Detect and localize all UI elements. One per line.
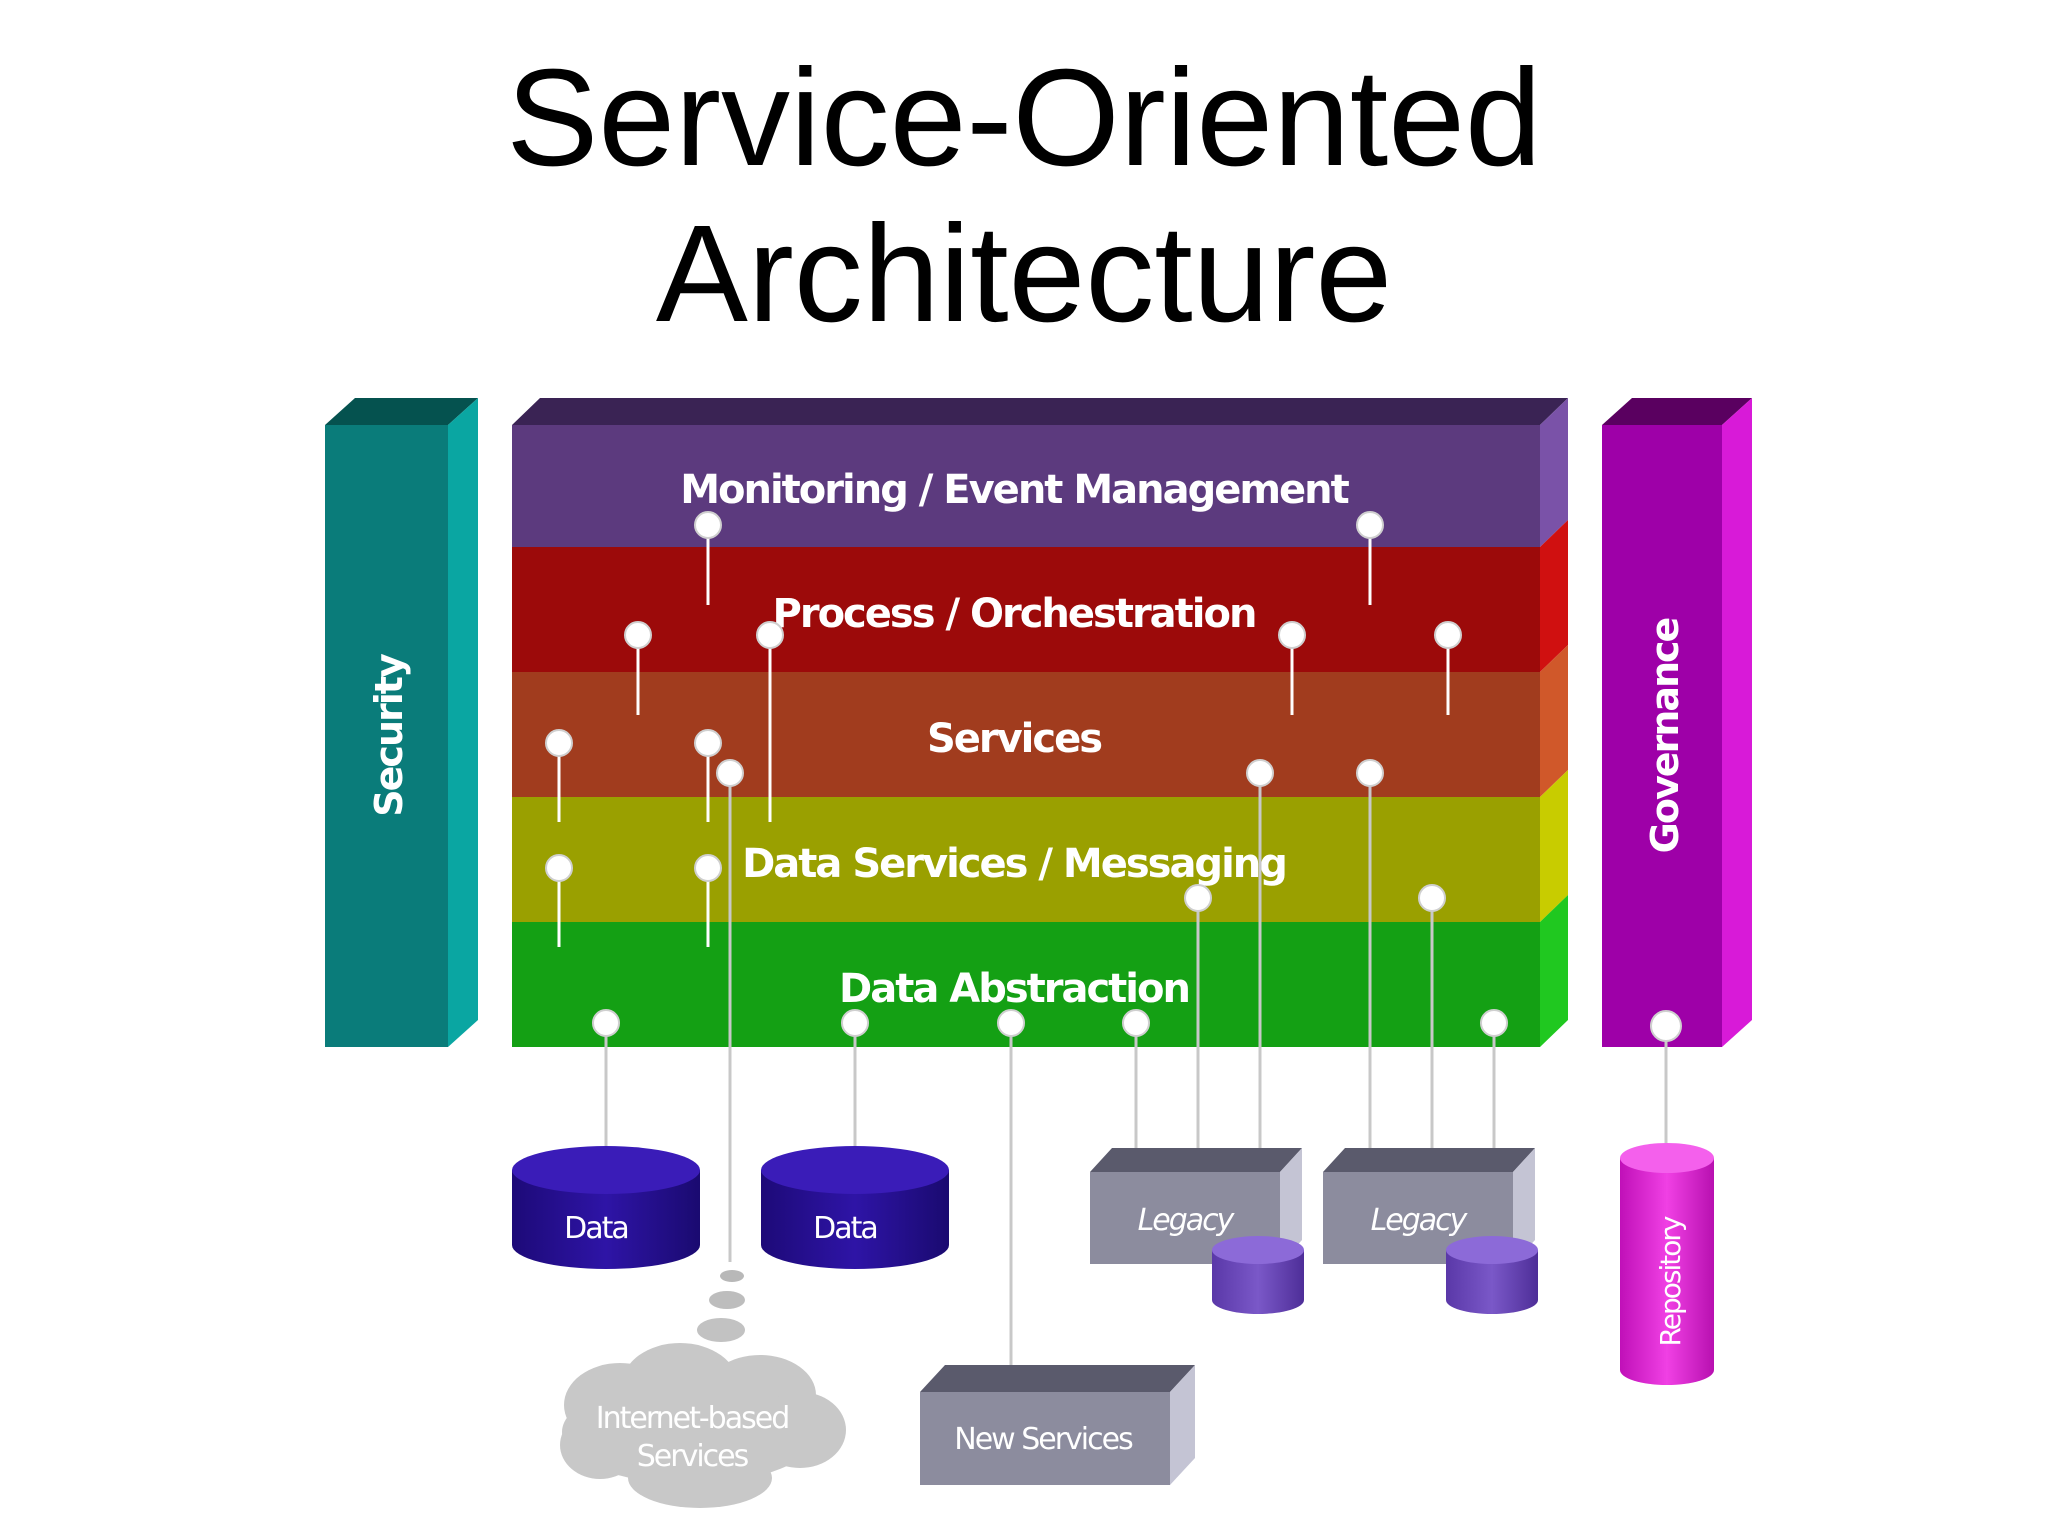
pin (1246, 759, 1274, 787)
pin (694, 854, 722, 947)
legacy-1-label: Legacy (1138, 1203, 1236, 1238)
layer-label-services: Services (927, 716, 1101, 762)
data-1-label: Data (564, 1211, 628, 1246)
title-line-1: Service-Oriented (506, 41, 1542, 195)
internet-cloud: Internet-based Services (560, 1270, 846, 1508)
pin (592, 1009, 620, 1037)
pin (1480, 1009, 1508, 1037)
pin (1278, 621, 1306, 715)
pin (1650, 1010, 1682, 1042)
pin (1184, 884, 1212, 912)
pin (624, 621, 652, 715)
cloud-bubble (697, 1318, 745, 1342)
cloud-bubble (709, 1291, 745, 1309)
internet-label-line-2: Services (637, 1439, 749, 1474)
pin (545, 729, 573, 822)
governance-pillar: Governance (1602, 398, 1752, 1047)
legacy-2-label: Legacy (1371, 1203, 1469, 1238)
layer-label-process: Process / Orchestration (773, 591, 1256, 637)
legacy-system-2: Legacy (1323, 1148, 1538, 1314)
layer-stack: Monitoring / Event Management Process / … (512, 398, 1568, 1047)
pin (841, 1009, 869, 1037)
pin (694, 511, 722, 605)
data-database-2: Data (761, 1146, 949, 1269)
connector-lines (604, 775, 1668, 1380)
page-title: Service-Oriented Architecture (0, 40, 2048, 352)
data-2-label: Data (813, 1211, 877, 1246)
lower-pins (592, 759, 1682, 1042)
layer-label-data-abstraction: Data Abstraction (839, 966, 1189, 1012)
pin (997, 1009, 1025, 1037)
new-services-label: New Services (954, 1422, 1133, 1457)
pin (1418, 884, 1446, 912)
pin (1434, 621, 1462, 715)
title-line-2: Architecture (655, 197, 1393, 351)
new-services-box: New Services (920, 1365, 1195, 1485)
repository-label: Repository (1654, 1216, 1687, 1346)
pin (694, 729, 722, 822)
security-pillar: Security (325, 398, 478, 1047)
pin (1122, 1009, 1150, 1037)
cloud-bubble (720, 1270, 744, 1282)
pin (1356, 759, 1384, 787)
data-database-1: Data (512, 1146, 700, 1269)
layer-pins (545, 511, 1462, 947)
pin (716, 759, 744, 787)
internet-label-line-1: Internet-based (596, 1401, 789, 1436)
layer-label-data-services: Data Services / Messaging (742, 841, 1286, 887)
pin (1356, 511, 1384, 605)
repository-database: Repository (1620, 1143, 1714, 1385)
legacy-system-1: Legacy (1090, 1148, 1304, 1314)
governance-label: Governance (1643, 618, 1687, 853)
pin (756, 621, 784, 822)
layer-label-monitoring: Monitoring / Event Management (680, 467, 1349, 513)
security-label: Security (367, 653, 411, 817)
pin (545, 854, 573, 947)
